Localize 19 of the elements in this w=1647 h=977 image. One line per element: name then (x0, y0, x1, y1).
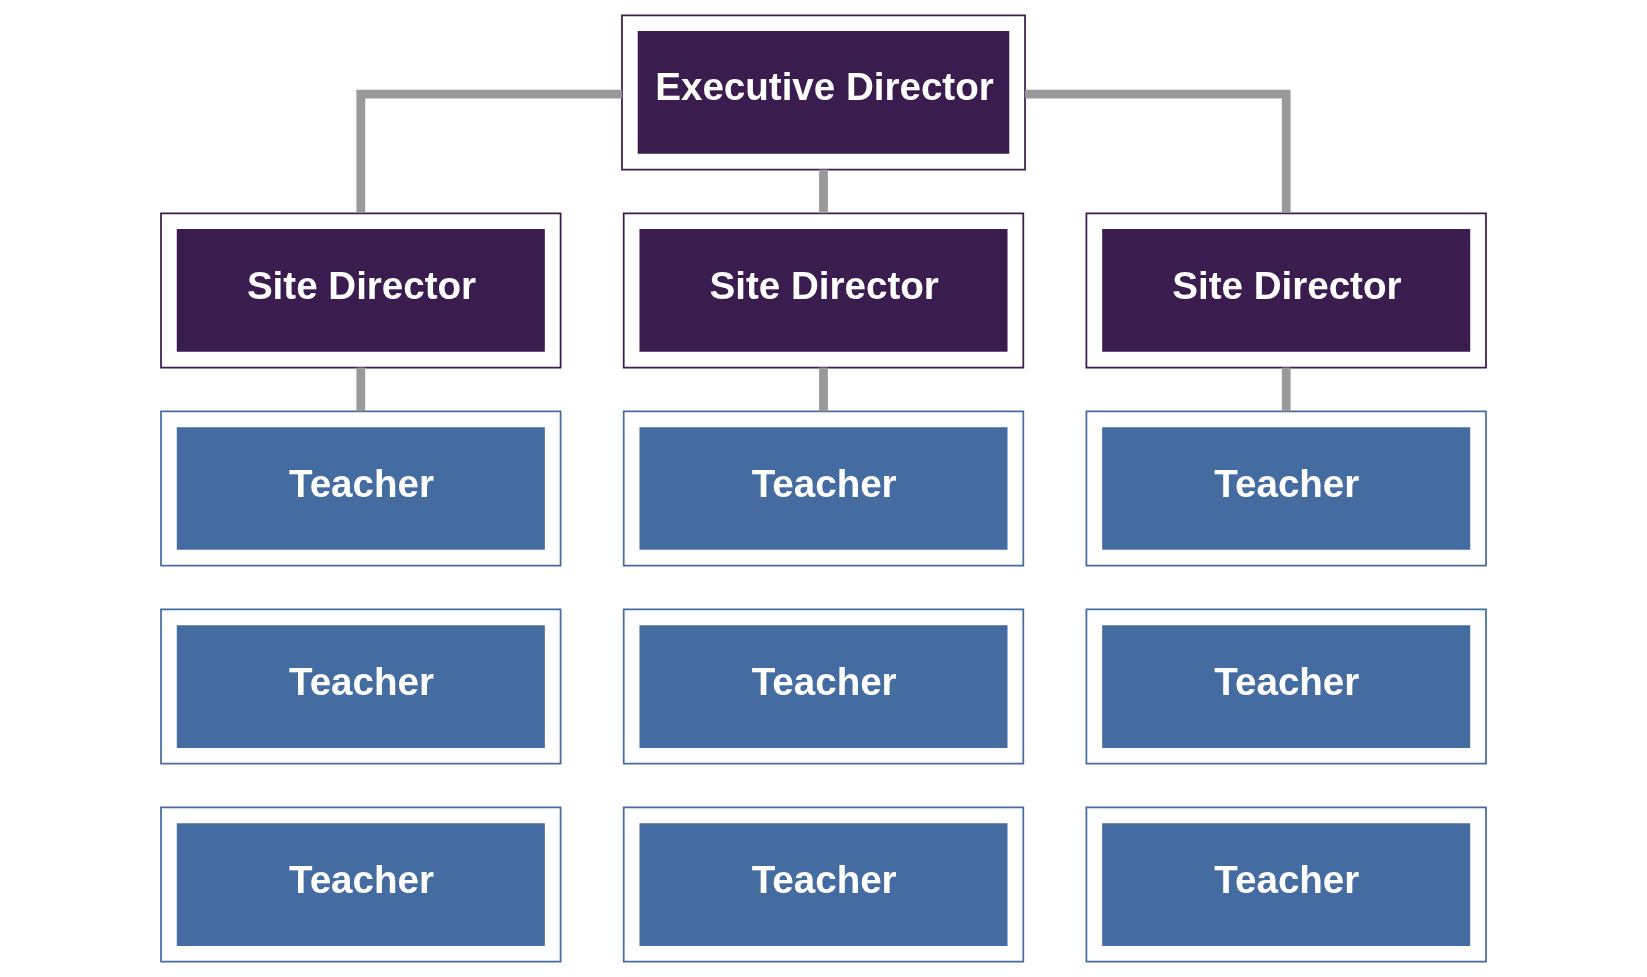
node-box: Teacher (622, 806, 1025, 963)
node-box: Site Director (1085, 212, 1487, 369)
connector (356, 367, 366, 412)
node-box: Teacher (160, 410, 562, 567)
node-box: Teacher (160, 806, 562, 963)
node-box: Teacher (1085, 806, 1487, 963)
node-box: Teacher (622, 410, 1025, 567)
node-box: Teacher (160, 608, 562, 765)
node-box: Executive Director (621, 14, 1026, 171)
connector (819, 367, 828, 412)
node-box: Teacher (1085, 410, 1487, 567)
node-box: Teacher (1085, 608, 1487, 765)
connector (819, 169, 828, 214)
node-box: Site Director (160, 212, 562, 369)
connector (1281, 367, 1291, 412)
connector (1025, 89, 1291, 213)
node-box: Site Director (622, 212, 1025, 369)
node-box: Teacher (622, 608, 1025, 765)
connector (356, 89, 622, 213)
